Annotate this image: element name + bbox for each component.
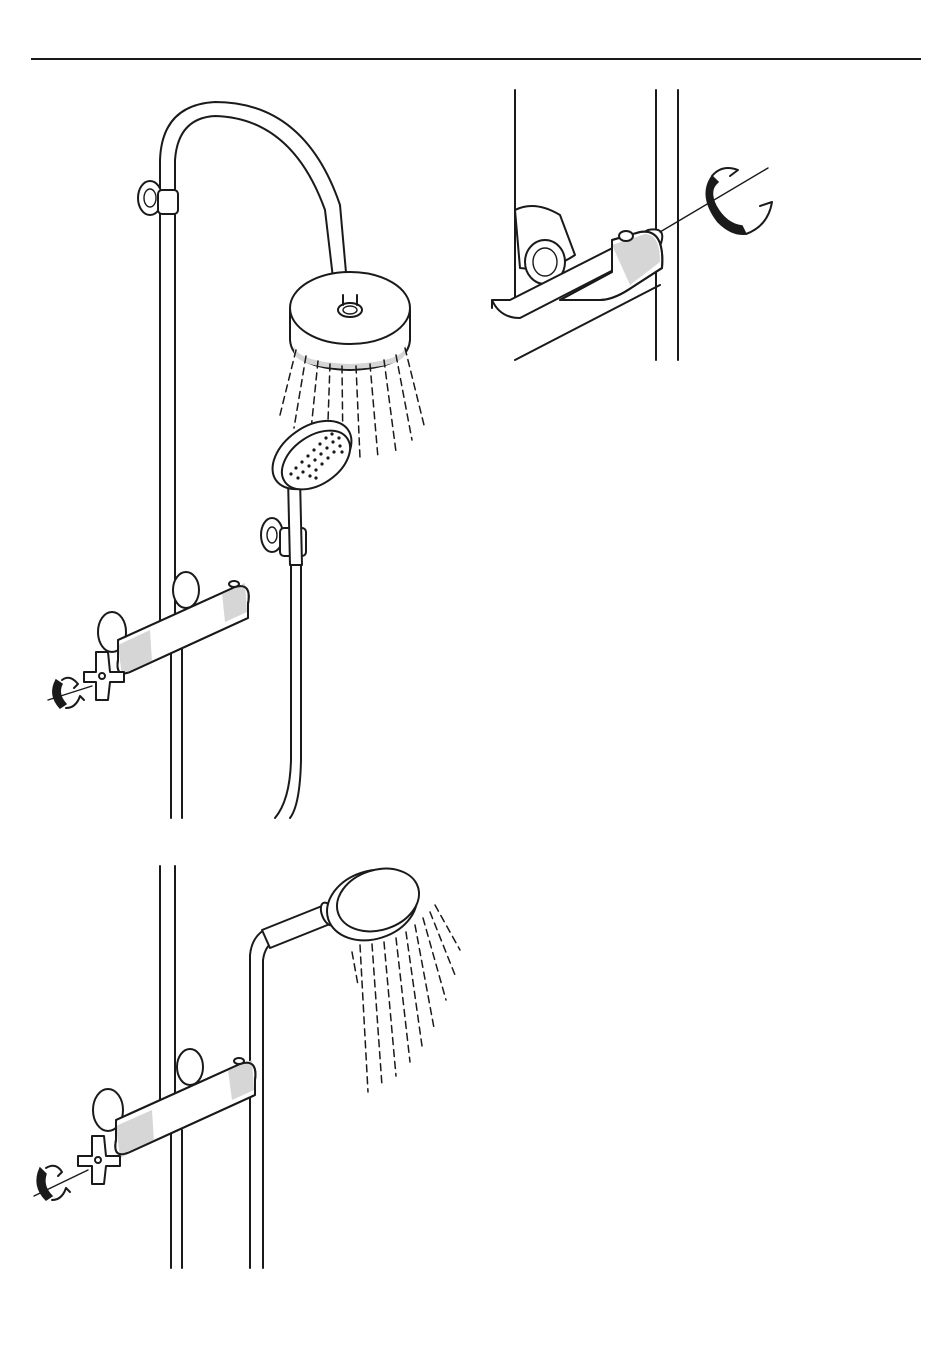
figure-shower-system-overhead — [48, 102, 424, 818]
wall-bracket-top-icon — [138, 181, 178, 215]
thermostat-mixer-icon — [98, 572, 249, 676]
figure-thermostat-detail — [492, 90, 772, 360]
cross-handle-icon — [78, 1136, 120, 1184]
figure-shower-system-hand-shower — [34, 858, 460, 1268]
rotate-arrow-icon — [34, 1166, 88, 1200]
rotate-arrow-icon — [660, 168, 772, 234]
thermostat-mixer-icon — [492, 206, 662, 360]
shower-hose — [250, 928, 276, 1268]
shower-hose — [275, 565, 301, 818]
hand-shower-icon — [262, 858, 460, 1092]
